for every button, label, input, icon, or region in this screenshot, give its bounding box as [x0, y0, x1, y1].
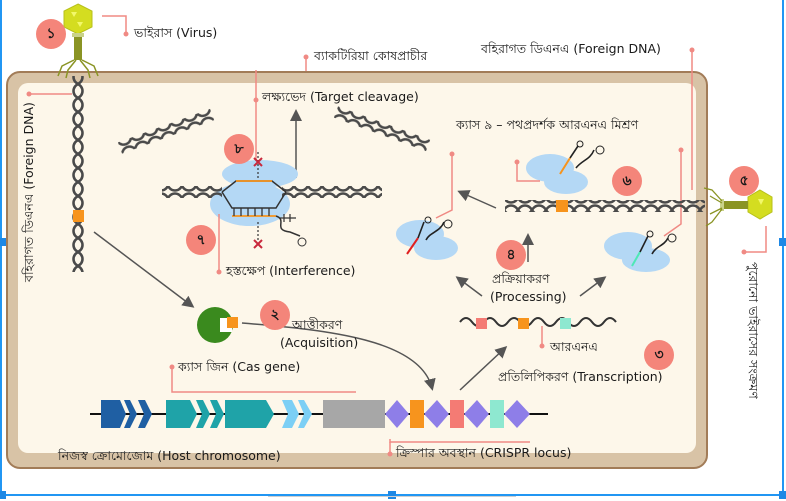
step-badge-3: ৩ [644, 340, 674, 370]
protospacer-right [556, 200, 568, 212]
crispr-array [385, 400, 530, 428]
rna-label: আরএনএ [550, 339, 598, 354]
bacterial-cell [6, 71, 708, 469]
step-badge-4: ৪ [496, 240, 526, 270]
cleaved-dna-fragment-right [333, 106, 431, 152]
resize-handle-bottom-left[interactable] [0, 491, 6, 499]
cell-wall-label: ব্যাকটিরিয়া কোষপ্রাচীর [314, 48, 428, 63]
step-badge-2: ২ [260, 300, 290, 330]
pre-crrna [459, 317, 617, 329]
cas9-interference-complex [162, 152, 382, 247]
interference-label: হস্তক্ষেপ (Interference) [226, 263, 356, 278]
resize-handle-bottom-center[interactable] [388, 491, 396, 499]
step-badge-8: ৮ [224, 134, 254, 164]
acquisition-label-bn: আত্তীকরণ [292, 317, 343, 332]
step-badge-6: ৬ [612, 166, 642, 196]
acquisition-label-en: (Acquisition) [280, 335, 359, 350]
selection-border-left[interactable] [0, 0, 2, 492]
cleavage-x-icon-top [253, 157, 263, 167]
selection-border-right[interactable] [782, 0, 784, 492]
processing-label-en: (Processing) [490, 289, 567, 304]
step-badge-7: ৭ [186, 225, 216, 255]
crispr-locus-label: ক্রিস্পার অবস্থান (CRISPR locus) [396, 445, 572, 460]
resize-handle-left[interactable] [0, 238, 6, 246]
step-badge-5: ৫ [729, 166, 759, 196]
transcription-label: প্রতিলিপিকরণ (Transcription) [498, 369, 663, 384]
protospacer-left [73, 210, 84, 222]
cas-gene-label: ক্যাস জিন (Cas gene) [178, 359, 301, 374]
cas-gene-cluster [101, 400, 312, 428]
virus-label: ভাইরাস (Virus) [134, 25, 218, 40]
host-chromosome-label: নিজস্ব ক্রোমোজোম (Host chromosome) [58, 448, 281, 463]
cas9-grna-complex-mint [604, 230, 677, 272]
cas9-grna-complex-orange [526, 140, 605, 194]
foreign-dna-strand-left [72, 76, 84, 272]
reinfection-label: পুরোনো ভাইরাসের সংক্রমণ [746, 262, 761, 399]
foreign-dna-label-left: বহিরাগত ডিএনএ (Foreign DNA) [21, 102, 36, 282]
step-badge-1: ১ [36, 19, 66, 49]
resize-handle-right[interactable] [779, 238, 786, 246]
canvas-edge-bottom [268, 496, 516, 501]
virus-icon [57, 3, 99, 79]
cas9-grna-complex-red [396, 216, 458, 260]
cleaved-dna-fragment-left [117, 108, 215, 154]
cas1-cas2-protein [197, 307, 238, 343]
resize-handle-bottom-right[interactable] [779, 491, 786, 499]
target-cleavage-label: লক্ষ্যভেদ (Target cleavage) [262, 89, 419, 104]
cas9-grna-label: ক্যাস ৯ – পথপ্রদর্শক আরএনএ মিশ্রণ [456, 117, 639, 132]
foreign-dna-strand-right [505, 200, 705, 212]
virus-icon-reinfection [703, 187, 773, 227]
foreign-dna-label-top: বহিরাগত ডিএনএ (Foreign DNA) [481, 41, 661, 56]
processing-label-bn: প্রক্রিয়াকরণ [492, 271, 550, 286]
cleavage-x-icon-bottom [253, 239, 263, 249]
leader-sequence [323, 400, 385, 428]
